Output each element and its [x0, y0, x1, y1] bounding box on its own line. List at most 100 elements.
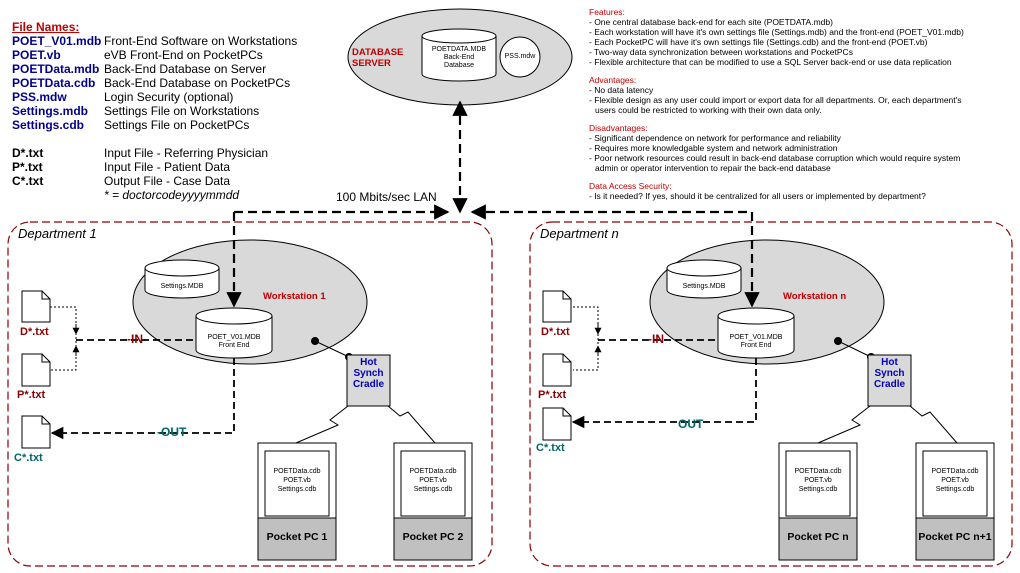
lan-label: 100 Mbits/sec LAN: [336, 190, 437, 204]
pocket-pc-n-name: Pocket PC n: [787, 531, 849, 543]
legend-desc: Settings File on PocketPCs: [104, 118, 250, 132]
legend-io-name: C*.txt: [12, 174, 44, 188]
ppc-file: POETData.cdb: [931, 468, 979, 475]
ppc-file: POETData.cdb: [794, 468, 842, 475]
file-c-label-1: C*.txt: [14, 452, 43, 464]
frontend-db-line2: Front End: [218, 342, 250, 349]
legend-row: POETData.cdb Back-End Database on PocketP…: [12, 76, 297, 90]
settings-db-cylinder-1: [144, 259, 220, 299]
legend-io-name: P*.txt: [12, 160, 43, 174]
ppc-file: Settings.cdb: [413, 486, 453, 493]
feature-line: - Each workstation will have it's own se…: [589, 27, 964, 37]
file-d-label-1: D*.txt: [20, 326, 49, 338]
ppc-file: POETData.cdb: [409, 468, 457, 475]
cradle-line: Cradle: [873, 379, 906, 390]
disadvantage-line: - Significant dependence on network for …: [589, 133, 841, 143]
server-db-cylinder: [421, 28, 497, 82]
cradle-line: Cradle: [352, 379, 385, 390]
in-label-n: -IN: [648, 332, 664, 346]
settings-db-n-label: Settings.MDB: [682, 283, 726, 290]
legend-name: Settings.cdb: [12, 118, 85, 132]
lan-connectors: [226, 100, 760, 308]
feature-line: - Flexible architecture that can be modi…: [589, 57, 952, 67]
pocket-pc-bodies: [257, 442, 995, 561]
cradle-line: Synch: [353, 368, 384, 379]
in-text: IN: [652, 332, 664, 346]
feature-line: - One central database back-end for each…: [589, 17, 833, 27]
file-d-label-n: D*.txt: [541, 326, 570, 338]
legend-desc: Login Security (optional): [104, 90, 234, 104]
frontend-db-1-label: POET_V01.MDB Front End: [196, 334, 272, 350]
department-n-title: Department n: [540, 226, 619, 241]
out-label-n: OUT: [678, 417, 704, 431]
legend-footnote-row: * = doctorcodeyyyymmdd: [12, 188, 297, 202]
deptn-in-out-connectors: [571, 306, 757, 429]
legend-row: PSS.mdw Login Security (optional): [12, 90, 297, 104]
advantage-line: - Flexible design as any user could impo…: [589, 95, 962, 105]
pocket-pc-n1-files: POETData.cdb POET.vb Settings.cdb: [923, 467, 987, 494]
advantage-line: - No data latency: [589, 85, 654, 95]
cradle-line: Hot: [881, 357, 898, 368]
legend-row: Settings.cdb Settings File on PocketPCs: [12, 118, 297, 132]
pocket-pc-2-name: Pocket PC 2: [402, 531, 464, 543]
disadvantage-line: admin or operator intervention to repair…: [595, 163, 831, 173]
frontend-db-line2: Front End: [740, 342, 772, 349]
feature-line: - Each PocketPC will have it's own setti…: [589, 37, 928, 47]
legend-name: POET_V01.mdb: [12, 34, 102, 48]
hot-synch-cradle-n: Hot Synch Cradle: [868, 357, 911, 390]
department-1-title: Department 1: [18, 226, 97, 241]
feature-line: - Two-way data synchronization between w…: [589, 47, 853, 57]
disadvantages-title: Disadvantages:: [589, 123, 648, 133]
ppc-file: POETData.cdb: [273, 468, 321, 475]
legend-desc: Back-End Database on PocketPCs: [104, 76, 291, 90]
disadvantage-line: - Requires more knowledgable system and …: [589, 143, 838, 153]
workstation-1-label: Workstation 1: [263, 291, 326, 302]
server-db-label: POETDATA.MDB Back-End Database: [422, 46, 496, 70]
legend-name: POETData.cdb: [12, 76, 96, 90]
file-icons: [21, 290, 572, 449]
department-n-boundary: [529, 221, 1013, 567]
legend-io-row: D*.txt Input File - Referring Physician: [12, 146, 297, 160]
pocket-pc-1-files: POETData.cdb POET.vb Settings.cdb: [265, 467, 329, 494]
legend-io-desc: Input File - Patient Data: [104, 160, 231, 174]
pss-circle: [499, 36, 541, 78]
out-text: OUT: [161, 425, 187, 439]
frontend-db-cylinder-n: [717, 307, 795, 359]
advantage-line: users could be restricted to working wit…: [595, 105, 822, 115]
legend-io-desc: Output File - Case Data: [104, 174, 231, 188]
legend-io-desc: Input File - Referring Physician: [104, 146, 269, 160]
legend-footnote: * = doctorcodeyyyymmdd: [104, 188, 240, 202]
server-label-line1: DATABASE: [352, 47, 404, 58]
legend-desc: Front-End Software on Workstations: [104, 34, 298, 48]
legend-io-row: C*.txt Output File - Case Data: [12, 174, 297, 188]
server-db-line1: POETDATA.MDB: [431, 46, 487, 53]
ppc-file: Settings.cdb: [798, 486, 838, 493]
pocket-pc-2-files: POETData.cdb POET.vb Settings.cdb: [401, 467, 465, 494]
wireless-links: [295, 405, 958, 444]
security-line: - Is it needed? If yes, should it be cen…: [589, 191, 926, 201]
ppc-file: Settings.cdb: [935, 486, 975, 493]
settings-db-cylinder-n: [666, 259, 742, 299]
pss-label: PSS.mdw: [504, 53, 536, 60]
department-1-boundary: [7, 221, 493, 567]
pocket-pc-1-name: Pocket PC 1: [266, 531, 328, 543]
server-db-line3: Database: [444, 62, 474, 69]
frontend-db-n-label: POET_V01.MDB Front End: [718, 334, 794, 350]
pocket-pc-n-files: POETData.cdb POET.vb Settings.cdb: [786, 467, 850, 494]
cradle-line: Hot: [360, 357, 377, 368]
ppc-file: POET.vb: [804, 477, 832, 484]
legend-io-row: P*.txt Input File - Patient Data: [12, 160, 297, 174]
ppc-file: POET.vb: [941, 477, 969, 484]
legend-name: PSS.mdw: [12, 90, 67, 104]
dept1-in-out-connectors: [50, 306, 235, 440]
legend-io-name: D*.txt: [12, 146, 44, 160]
notes-panel: Features: - One central database back-en…: [589, 7, 964, 201]
ppc-file: POET.vb: [419, 477, 447, 484]
in-text: IN: [131, 332, 143, 346]
ppc-file: POET.vb: [283, 477, 311, 484]
pocket-pc-n1-name: Pocket PC n+1: [918, 531, 992, 543]
settings-db-1-label: Settings.MDB: [160, 283, 204, 290]
